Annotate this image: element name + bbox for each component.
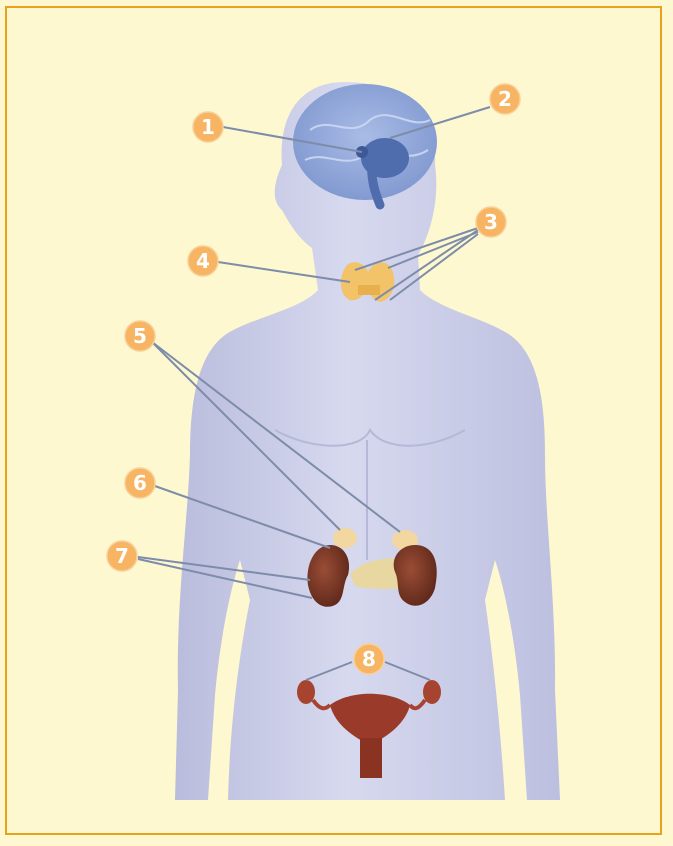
callout-6: 6: [125, 468, 155, 498]
callout-4-label: 4: [196, 249, 210, 273]
callout-7-label: 7: [115, 544, 129, 568]
callout-6-label: 6: [133, 471, 147, 495]
callout-8: 8: [354, 644, 384, 674]
callout-4: 4: [188, 246, 218, 276]
callout-5: 5: [125, 321, 155, 351]
callout-5-label: 5: [133, 324, 147, 348]
callout-2-label: 2: [498, 87, 512, 111]
callout-3-label: 3: [484, 210, 498, 234]
callout-8-label: 8: [362, 647, 376, 671]
callout-1-label: 1: [201, 115, 215, 139]
callout-3: 3: [476, 207, 506, 237]
callout-2: 2: [490, 84, 520, 114]
callout-1: 1: [193, 112, 223, 142]
callout-7: 7: [107, 541, 137, 571]
